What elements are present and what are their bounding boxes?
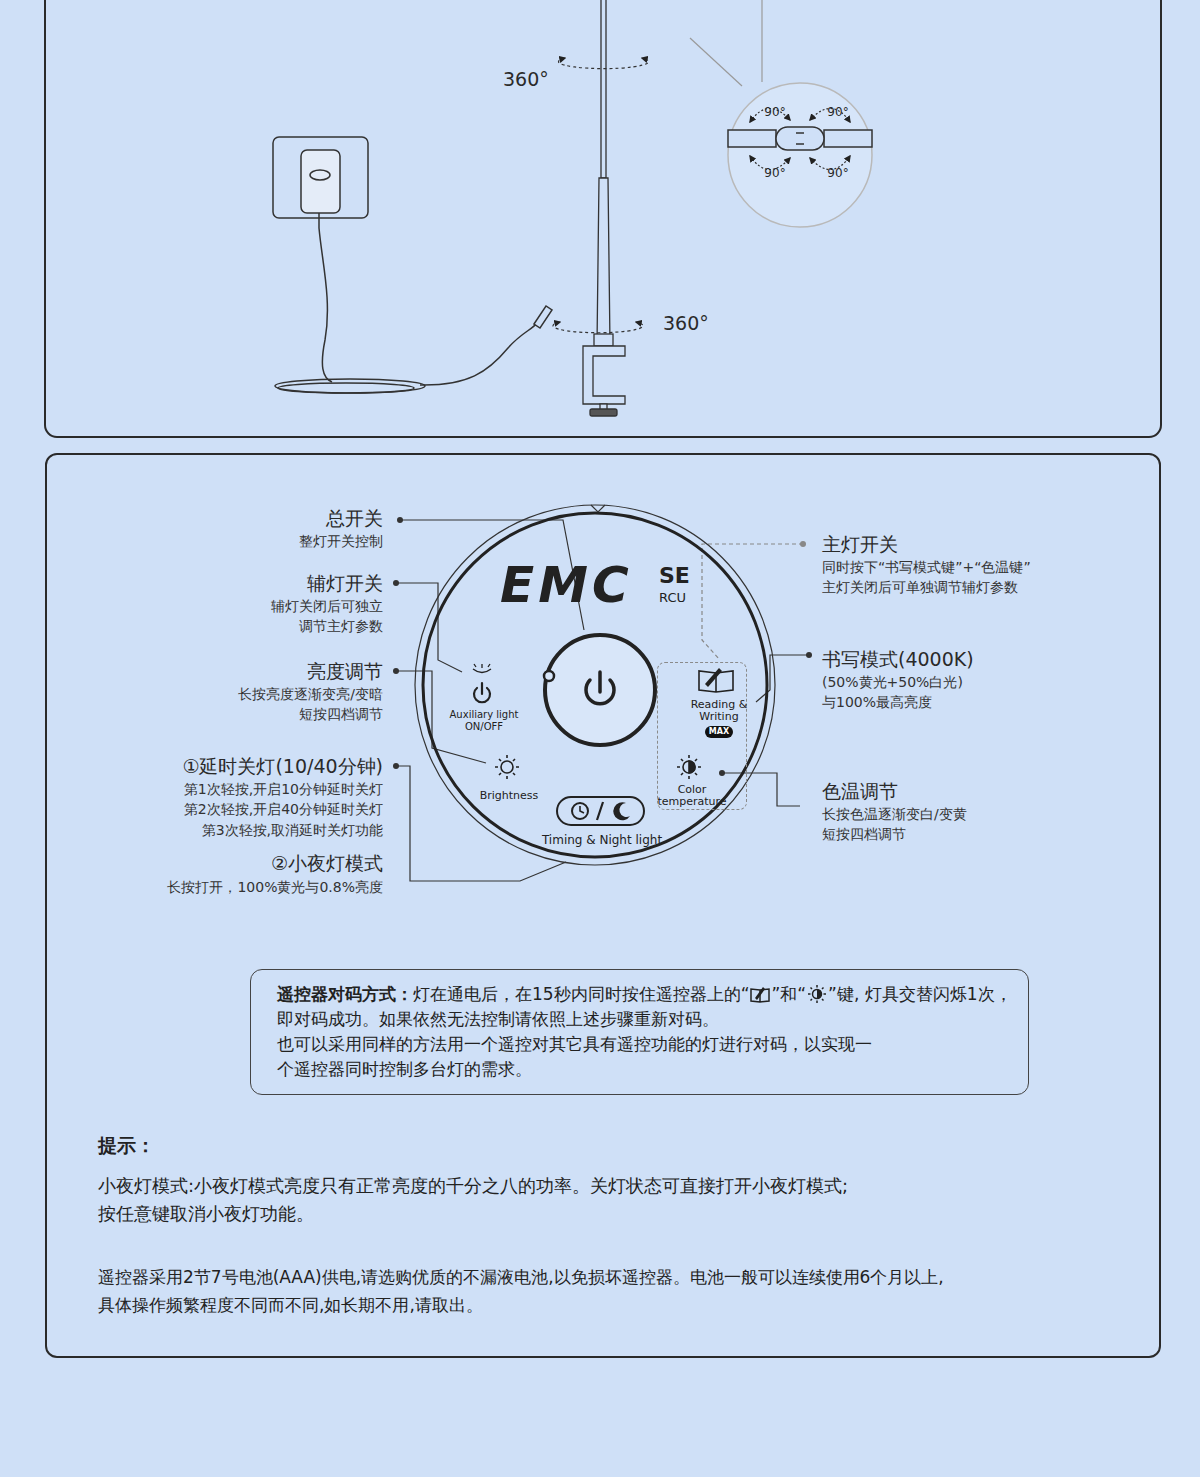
- bend-angle: 90°: [822, 165, 854, 182]
- button-label: Reading & Writing: [688, 699, 750, 723]
- sun-icon: [806, 985, 828, 1003]
- callout-heading: 总开关: [243, 505, 383, 533]
- zoom-leader: [690, 0, 762, 86]
- callout-text: 长按色温逐渐变白/变黄 短按四档调节: [822, 804, 1002, 845]
- button-label: Color temperature: [655, 784, 729, 808]
- leader-line: [396, 766, 566, 881]
- leader-dot: [393, 763, 399, 769]
- callout-text: 同时按下“书写模式键”+“色温键” 主灯关闭后可单独调节辅灯参数: [822, 557, 1097, 598]
- leader-dot: [393, 668, 399, 674]
- leader-dot: [719, 770, 725, 776]
- callout-text: 长按打开，100%黄光与0.8%亮度: [113, 877, 383, 897]
- brand-suffix: SE: [659, 565, 704, 587]
- callout-heading: 色温调节: [822, 778, 1022, 806]
- bend-angle: 90°: [822, 104, 854, 121]
- brand-logo: EMC: [500, 560, 660, 610]
- tip-text: 遥控器采用2节7号电池(AAA)供电,请选购优质的不漏液电池,以免损坏遥控器。电…: [98, 1263, 1148, 1319]
- callout-text: 第1次轻按,开启10分钟延时关灯 第2次轻按,开启40分钟延时关灯 第3次轻按,…: [151, 779, 383, 840]
- callout-text: 整灯开关控制: [183, 531, 383, 551]
- leader-dot: [800, 541, 806, 547]
- note-heading: 遥控器对码方式：: [277, 984, 413, 1004]
- top-panel: [45, 0, 1161, 437]
- badge-text: MAX: [705, 726, 733, 738]
- leader-dot: [393, 580, 399, 586]
- bend-angle: 90°: [759, 165, 791, 182]
- joint-zoom: [728, 83, 872, 227]
- callout-heading: ②小夜灯模式: [183, 850, 383, 878]
- rotation-arrows: [553, 58, 649, 333]
- leader-dot: [806, 652, 812, 658]
- callout-heading: 书写模式(4000K): [822, 646, 1042, 674]
- model-code: RCU: [659, 591, 704, 604]
- rotation-angle: 360°: [503, 66, 563, 94]
- tips-heading: 提示：: [98, 1132, 298, 1159]
- power-adapter: [273, 137, 552, 393]
- remote-control: EMCSE RCU Auxiliary light ON/OFF Brightness…: [413, 503, 777, 867]
- note-text: ”和“: [771, 984, 806, 1004]
- callout-heading: 辅灯开关: [243, 570, 383, 598]
- pairing-note: 遥控器对码方式：灯在通电后，在15秒内同时按住遥控器上的“”和“”键, 灯具交替…: [250, 969, 1029, 1095]
- leader-line: [702, 544, 803, 660]
- callout-text: 辅灯关闭后可独立 调节主灯参数: [248, 596, 383, 637]
- button-label: Timing & Night light: [527, 833, 677, 847]
- leader-dot: [397, 517, 403, 523]
- callout-text: 长按亮度逐渐变亮/变暗 短按四档调节: [203, 684, 383, 725]
- leader-line: [396, 583, 462, 672]
- callout-heading: 亮度调节: [243, 658, 383, 686]
- leader-line: [722, 773, 800, 806]
- button-label: Auxiliary light ON/OFF: [443, 709, 525, 732]
- lamp-pole: [583, 0, 625, 416]
- remote-outline: [413, 503, 777, 867]
- bend-angle: 90°: [759, 104, 791, 121]
- tip-text: 小夜灯模式:小夜灯模式亮度只有正常亮度的千分之八的功率。关灯状态可直接打开小夜灯…: [98, 1172, 998, 1228]
- max-badge: MAX: [705, 726, 733, 738]
- mode-group: Reading & WritingColor temperature MAX: [657, 662, 747, 810]
- pairing-paragraph: 遥控器对码方式：灯在通电后，在15秒内同时按住遥控器上的“”和“”键, 灯具交替…: [277, 982, 1017, 1082]
- button-label: Brightness: [464, 789, 554, 802]
- callout-heading: ①延时关灯(10/40分钟): [123, 753, 383, 781]
- note-text: 灯在通电后，在15秒内同时按住遥控器上的“: [413, 984, 749, 1004]
- rotation-angle: 360°: [663, 310, 723, 338]
- book-icon: [749, 985, 771, 1003]
- callout-text: (50%黄光+50%白光) 与100%最高亮度: [822, 672, 1017, 713]
- callout-heading: 主灯开关: [822, 531, 1022, 559]
